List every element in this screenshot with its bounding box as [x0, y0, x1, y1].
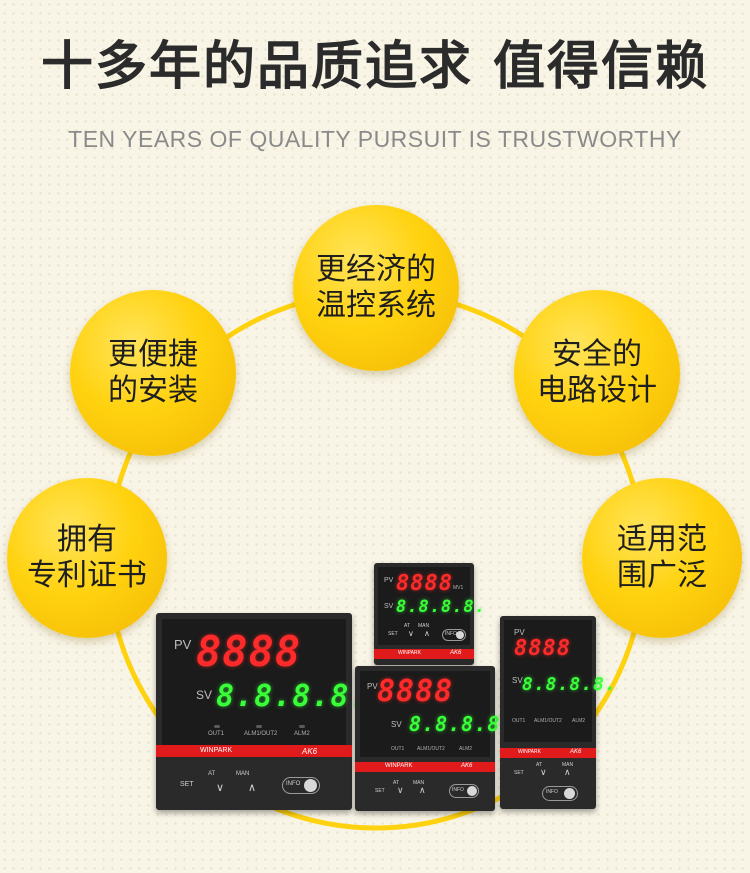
alm2-label: ALM2 — [294, 731, 310, 737]
model-name: AK6 — [570, 749, 582, 755]
feature-line: 更经济的 — [316, 252, 436, 287]
pv-label: PV — [174, 637, 192, 652]
info-knob — [564, 788, 575, 799]
feature-bubble-safety: 安全的 电路设计 — [514, 290, 680, 456]
model-name: AK6 — [450, 650, 462, 656]
feature-bubble-installation: 更便捷 的安装 — [70, 290, 236, 456]
pv-display: 8888 — [396, 571, 453, 596]
pv-label: PV — [367, 682, 378, 691]
display-panel — [504, 620, 592, 742]
page-subtitle: TEN YEARS OF QUALITY PURSUIT IS TRUSTWOR… — [68, 126, 682, 152]
feature-line: 适用范 — [617, 522, 707, 557]
sv-display: 8.8.8.8. — [522, 674, 617, 695]
man-label: MAN — [562, 762, 574, 768]
feature-line: 更便捷 — [108, 337, 198, 372]
at-label: AT — [393, 780, 400, 786]
pv-display: 8888 — [377, 674, 454, 709]
alm2-label: ALM2 — [572, 718, 586, 724]
sv-label: SV — [384, 603, 394, 610]
info-knob — [304, 779, 317, 792]
out1-led — [214, 725, 220, 728]
sv-label: SV — [196, 688, 213, 702]
man-label: MAN — [418, 623, 430, 629]
out1-label: OUT1 — [391, 746, 405, 752]
man-label: MAN — [236, 771, 250, 777]
temperature-controller-small: PV 8888 SV 8.8.8.8. MV1 SET AT MAN ∨ ∧ I… — [374, 563, 485, 665]
mv1-label: MV1 — [453, 585, 464, 591]
pv-display: 8888 — [196, 627, 302, 676]
model-name: AK6 — [302, 747, 318, 756]
down-button[interactable]: ∨ — [540, 767, 547, 777]
up-button[interactable]: ∧ — [564, 767, 571, 777]
feature-line: 专利证书 — [27, 558, 147, 593]
feature-line: 电路设计 — [537, 373, 657, 408]
info-label: INFO — [445, 631, 457, 637]
feature-line: 拥有 — [57, 522, 117, 557]
alm1-out2-label: ALM1/OUT2 — [417, 746, 445, 752]
brand-stripe: WINPARK AK6 — [355, 762, 495, 772]
info-label: INFO — [286, 781, 301, 787]
at-label: AT — [404, 623, 411, 629]
brand-name: WINPARK — [398, 650, 421, 656]
down-button[interactable]: ∨ — [397, 785, 404, 795]
feature-bubble-economical: 更经济的 温控系统 — [293, 205, 459, 371]
set-button[interactable]: SET — [388, 631, 398, 637]
pv-label: PV — [384, 577, 394, 584]
temperature-controller-medium: PV 8888 SV 8.8.8.8. OUT1 ALM1/OUT2 ALM2 … — [355, 666, 512, 811]
model-name: AK6 — [461, 763, 473, 769]
feature-line: 的安装 — [108, 373, 198, 408]
pv-display: 8888 — [514, 636, 571, 661]
sv-display: 8.8.8.8. — [216, 679, 369, 714]
down-button[interactable]: ∨ — [408, 629, 414, 638]
page-title: 十多年的品质追求 值得信赖 — [40, 37, 710, 97]
brand-name: WINPARK — [385, 763, 413, 769]
info-button[interactable]: INFO — [542, 786, 578, 801]
alm2-label: ALM2 — [459, 746, 473, 752]
alm1-out2-label: ALM1/OUT2 — [244, 731, 278, 737]
sv-label: SV — [391, 720, 402, 729]
out1-label: OUT1 — [208, 731, 225, 737]
sv-display: 8.8.8.8. — [396, 597, 486, 617]
display-panel — [378, 567, 470, 645]
display-panel — [162, 619, 346, 751]
out1-label: OUT1 — [512, 718, 526, 724]
brand-name: WINPARK — [518, 749, 541, 755]
feature-line: 围广泛 — [617, 558, 707, 593]
alm2-led — [299, 725, 305, 728]
man-label: MAN — [413, 780, 425, 786]
at-label: AT — [208, 771, 216, 777]
info-button[interactable]: INFO — [282, 777, 320, 794]
down-button[interactable]: ∨ — [216, 782, 225, 794]
brand-stripe: WINPARK AK6 — [156, 745, 352, 757]
set-button[interactable]: SET — [375, 788, 385, 794]
brand-name: WINPARK — [200, 747, 233, 754]
brand-stripe: WINPARK AK6 — [500, 748, 596, 758]
brand-stripe: WINPARK AK6 — [374, 649, 474, 659]
sv-label: SV — [512, 676, 523, 685]
info-knob — [467, 786, 477, 796]
up-button[interactable]: ∧ — [419, 785, 426, 795]
alm1-out2-label: ALM1/OUT2 — [534, 718, 562, 724]
sv-display: 8.8.8.8. — [409, 712, 514, 736]
at-label: AT — [536, 762, 543, 768]
feature-line: 温控系统 — [316, 288, 436, 323]
up-button[interactable]: ∧ — [248, 782, 257, 794]
info-button[interactable]: INFO — [442, 629, 466, 641]
set-button[interactable]: SET — [514, 770, 524, 776]
feature-line: 安全的 — [552, 337, 642, 372]
set-button[interactable]: SET — [180, 781, 194, 788]
temperature-controller-tall: PV 8888 SV 8.8.8.8. OUT1 ALM1/OUT2 ALM2 … — [500, 616, 616, 809]
info-button[interactable]: INFO — [449, 784, 479, 798]
feature-bubble-application: 适用范 围广泛 — [582, 478, 742, 638]
info-label: INFO — [452, 787, 464, 793]
info-label: INFO — [546, 789, 558, 795]
display-panel — [360, 671, 490, 757]
info-knob — [456, 631, 464, 639]
temperature-controller-large: PV 8888 SV 8.8.8.8. OUT1 ALM1/OUT2 ALM2 … — [156, 613, 368, 810]
alm1-led — [256, 725, 262, 728]
pv-label: PV — [514, 628, 525, 637]
feature-bubble-patent: 拥有 专利证书 — [7, 478, 167, 638]
up-button[interactable]: ∧ — [424, 629, 430, 638]
